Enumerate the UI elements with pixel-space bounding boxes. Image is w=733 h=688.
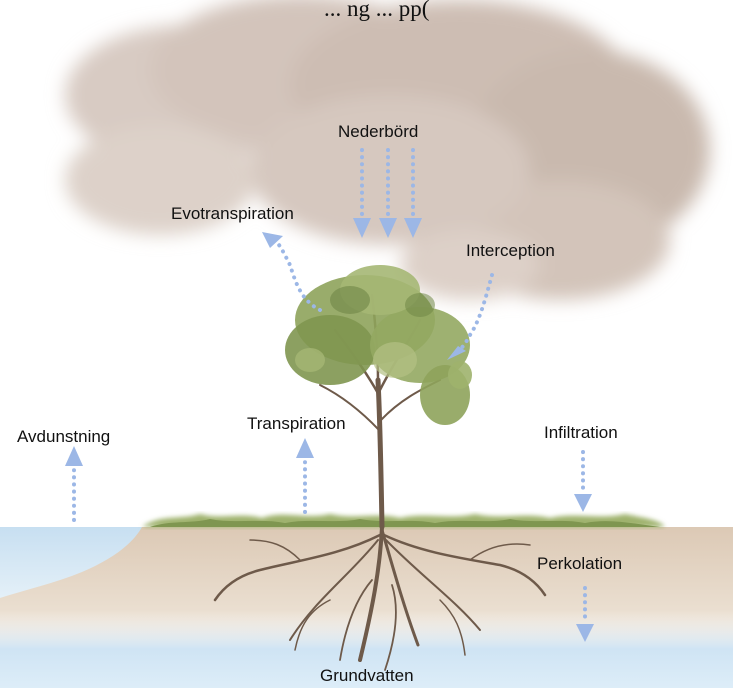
label-avdunstning: Avdunstning bbox=[17, 428, 110, 445]
diagram-title: ... ng ... pp( bbox=[324, 0, 429, 20]
label-transpiration: Transpiration bbox=[247, 415, 346, 432]
grass bbox=[142, 514, 665, 527]
transpiration-arrow-head bbox=[296, 438, 314, 458]
label-grundvatten: Grundvatten bbox=[320, 667, 414, 684]
label-nederbord: Nederbörd bbox=[338, 123, 418, 140]
label-evotranspiration: Evotranspiration bbox=[171, 205, 294, 222]
label-perkolation: Perkolation bbox=[537, 555, 622, 572]
label-infiltration: Infiltration bbox=[544, 424, 618, 441]
label-interception: Interception bbox=[466, 242, 555, 259]
avdunstning-arrow-head bbox=[65, 446, 83, 466]
infiltration-arrow-head bbox=[574, 494, 592, 512]
